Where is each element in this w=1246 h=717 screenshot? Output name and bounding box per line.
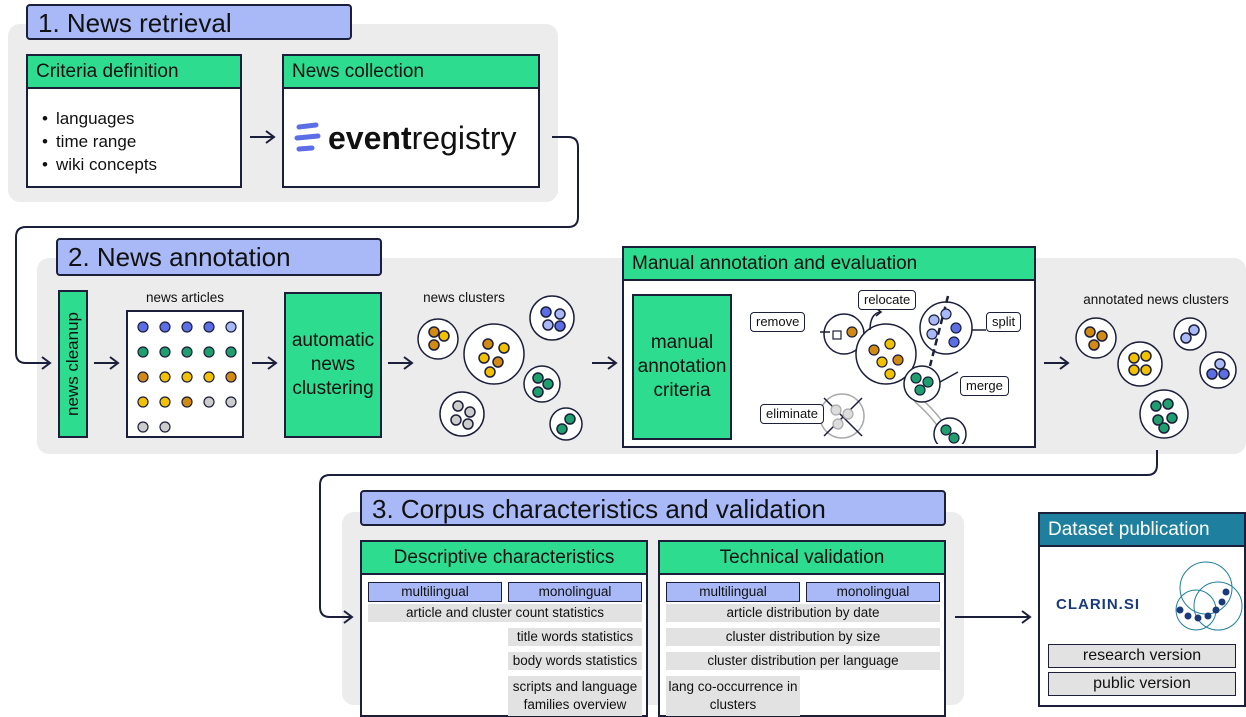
automatic-clustering-box: automatic news clustering (284, 292, 382, 438)
news-collection-box: News collection eventregistry (282, 54, 540, 188)
criteria-item: wiki concepts (42, 153, 240, 176)
eventregistry-logo: eventregistry (292, 118, 532, 158)
criteria-item: languages (42, 107, 240, 130)
news-clusters-illustration (417, 295, 583, 441)
criteria-definition-title: Criteria definition (28, 56, 240, 89)
criteria-list: languages time range wiki concepts (28, 89, 240, 176)
criteria-item: time range (42, 130, 240, 153)
public-version-button: public version (1048, 672, 1236, 696)
relocate-chip: relocate (858, 290, 917, 310)
news-articles-grid (126, 310, 244, 438)
research-version-button: research version (1048, 644, 1236, 668)
manual-annotation-title: Manual annotation and evaluation (624, 248, 1034, 281)
article-cluster-count-row: article and cluster count statistics (368, 604, 642, 622)
clarin-logo-text: CLARIN.SI (1056, 596, 1140, 613)
annotation-operations-illustration (800, 295, 986, 444)
merge-chip: merge (960, 376, 1009, 396)
split-chip: split (986, 312, 1022, 332)
article-dot (181, 371, 193, 383)
article-dot (137, 396, 149, 408)
lang-cooccurrence-row: lang co-occurrence in clusters (666, 676, 800, 716)
eliminate-chip: eliminate (760, 404, 825, 424)
article-dot (159, 396, 171, 408)
news-collection-title: News collection (284, 56, 538, 89)
title-words-row: title words statistics (508, 628, 642, 646)
article-dot (181, 396, 193, 408)
technical-multilingual-tag: multilingual (666, 582, 800, 602)
article-dot (159, 421, 171, 433)
article-dot (225, 371, 237, 383)
annotated-clusters-label: annotated news clusters (1083, 292, 1229, 307)
article-dot (225, 321, 237, 333)
news-clusters-label: news clusters (423, 290, 505, 305)
news-cleanup-label: news cleanup (63, 312, 82, 416)
article-dot (159, 321, 171, 333)
section2-title: 2. News annotation (56, 238, 382, 276)
logo-event-text: event (328, 120, 412, 156)
technical-title: Technical validation (660, 542, 944, 575)
descriptive-title: Descriptive characteristics (362, 542, 646, 575)
article-dot (137, 371, 149, 383)
descriptive-characteristics-box: Descriptive characteristics multilingual… (360, 540, 648, 717)
article-dot (203, 346, 215, 358)
remove-chip: remove (750, 312, 806, 332)
article-dot (137, 421, 149, 433)
article-dot (225, 346, 237, 358)
descriptive-monolingual-tag: monolingual (508, 582, 642, 602)
scripts-families-row: scripts and language families overview (508, 676, 642, 716)
article-dot (203, 321, 215, 333)
dataset-publication-box: Dataset publication CLARIN.SI research v… (1038, 512, 1246, 707)
article-dot (159, 371, 171, 383)
article-dot (203, 396, 215, 408)
technical-monolingual-tag: monolingual (806, 582, 940, 602)
cluster-by-size-row: cluster distribution by size (666, 628, 940, 646)
annotated-clusters-illustration (1075, 317, 1237, 439)
technical-validation-box: Technical validation multilingual monoli… (658, 540, 946, 717)
cluster-per-language-row: cluster distribution per language (666, 652, 940, 670)
manual-criteria-box: manual annotation criteria (632, 294, 732, 440)
eventregistry-mark-icon (294, 122, 321, 152)
article-by-date-row: article distribution by date (666, 604, 940, 622)
manual-annotation-box: Manual annotation and evaluation manual … (622, 246, 1036, 448)
article-dot (225, 396, 237, 408)
news-articles-label: news articles (145, 290, 225, 305)
clarin-logo-icon (1175, 561, 1243, 631)
news-cleanup-box: news cleanup (58, 290, 88, 438)
article-dot (181, 321, 193, 333)
publication-title: Dataset publication (1040, 514, 1244, 547)
article-dot (137, 321, 149, 333)
section1-title: 1. News retrieval (26, 4, 352, 40)
descriptive-multilingual-tag: multilingual (368, 582, 502, 602)
body-words-row: body words statistics (508, 652, 642, 670)
section3-title: 3. Corpus characteristics and validation (360, 490, 946, 526)
article-dot (137, 346, 149, 358)
logo-registry-text: registry (411, 120, 517, 156)
criteria-definition-box: Criteria definition languages time range… (26, 54, 242, 188)
article-dot (203, 371, 215, 383)
article-dot (159, 346, 171, 358)
article-dot (181, 346, 193, 358)
